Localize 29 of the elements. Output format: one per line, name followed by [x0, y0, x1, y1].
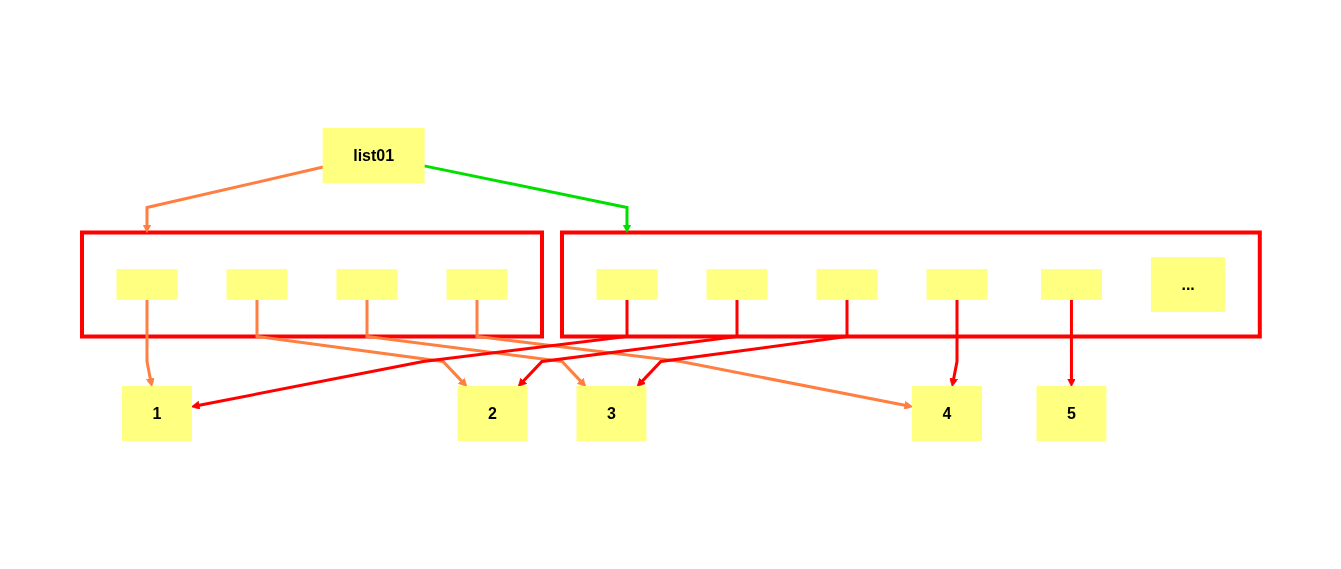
node-box: 3 — [576, 386, 646, 441]
node-box — [816, 269, 878, 300]
node-box — [1040, 269, 1102, 300]
arrow — [423, 164, 631, 233]
arrow — [636, 299, 849, 387]
arrow — [948, 299, 959, 387]
cluster — [559, 230, 1262, 339]
arrow — [255, 299, 467, 387]
node-box: ... — [1150, 257, 1225, 312]
node-box — [116, 269, 178, 300]
arrow — [365, 299, 586, 387]
node-box — [226, 269, 288, 300]
node-box: list01 — [322, 128, 425, 183]
arrow — [1066, 299, 1076, 387]
node-box — [926, 269, 988, 300]
node-box — [336, 269, 398, 300]
node-box — [446, 269, 508, 300]
node-box: 5 — [1036, 386, 1106, 441]
arrow — [145, 299, 155, 387]
node-box: 2 — [457, 386, 528, 441]
node-box: 1 — [121, 386, 192, 441]
arrow — [517, 299, 739, 387]
arrow — [475, 299, 913, 410]
arrow — [190, 299, 629, 410]
node-box: 4 — [911, 386, 982, 441]
node-box — [596, 269, 658, 300]
node-box — [706, 269, 768, 300]
cluster — [79, 230, 544, 339]
arrow — [142, 165, 324, 233]
